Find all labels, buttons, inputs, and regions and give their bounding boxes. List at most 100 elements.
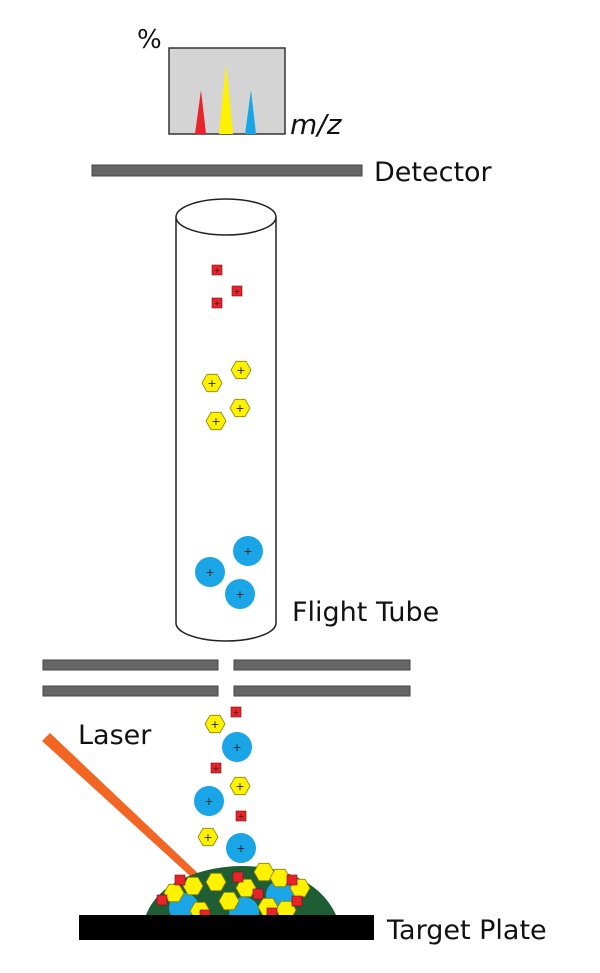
grid-bar-upper-right bbox=[233, 659, 411, 671]
small-ion bbox=[156, 894, 168, 906]
medium-ion: + bbox=[230, 360, 252, 380]
medium-ion bbox=[269, 868, 291, 888]
small-ion: + bbox=[230, 706, 242, 718]
medium-ion-shape bbox=[182, 876, 204, 896]
medium-ion-shape bbox=[269, 868, 291, 888]
percent-axis-label: % bbox=[137, 25, 162, 55]
medium-ion bbox=[205, 872, 227, 892]
ion-charge-sign: + bbox=[205, 566, 214, 579]
small-ion bbox=[291, 895, 303, 907]
mz-axis-label: m/z bbox=[290, 108, 343, 141]
medium-ion-shape bbox=[230, 360, 252, 380]
medium-ion-shape bbox=[218, 891, 240, 911]
target-plate-label: Target Plate bbox=[386, 915, 547, 946]
small-ion-shape bbox=[232, 871, 244, 883]
small-ion: + bbox=[231, 285, 243, 297]
ion-charge-sign: + bbox=[243, 545, 252, 558]
small-ion bbox=[174, 874, 186, 886]
small-ion bbox=[252, 888, 264, 900]
laser-beam bbox=[42, 733, 205, 885]
medium-ion bbox=[218, 891, 240, 911]
spectrum-peak-large bbox=[245, 90, 256, 134]
flight-tube-body bbox=[175, 217, 277, 642]
large-ion-shape bbox=[222, 732, 252, 762]
small-ion-shape bbox=[230, 706, 242, 718]
medium-ion: + bbox=[197, 827, 219, 847]
target-plate bbox=[79, 915, 374, 940]
large-ion: + bbox=[226, 833, 256, 863]
ion-charge-sign: + bbox=[235, 588, 244, 601]
medium-ion: + bbox=[201, 373, 223, 393]
rising-ions: + + + + + + + + + bbox=[194, 706, 256, 863]
ion-charge-sign: + bbox=[235, 780, 244, 793]
large-ion-shape bbox=[195, 557, 225, 587]
medium-ion-shape bbox=[229, 776, 251, 796]
extraction-grids bbox=[42, 659, 411, 697]
spectrum-peak-small bbox=[195, 90, 206, 134]
ion-charge-sign: + bbox=[207, 377, 216, 390]
large-ion: + bbox=[233, 536, 263, 566]
tube-ions: + + + + + + + + + + bbox=[195, 264, 263, 609]
grid-bar-lower-right bbox=[233, 685, 411, 697]
medium-ion-shape bbox=[235, 878, 257, 898]
ion-charge-sign: + bbox=[238, 812, 245, 821]
small-ion bbox=[286, 874, 298, 886]
medium-ion bbox=[235, 878, 257, 898]
medium-ion: + bbox=[229, 398, 251, 418]
medium-ion: + bbox=[204, 714, 226, 734]
ion-charge-sign: + bbox=[203, 831, 212, 844]
medium-ion: + bbox=[229, 776, 251, 796]
flight-tube-label: Flight Tube bbox=[292, 597, 439, 628]
small-ion-shape bbox=[210, 762, 222, 774]
medium-ion bbox=[182, 876, 204, 896]
detector-label: Detector bbox=[374, 157, 493, 188]
ion-charge-sign: + bbox=[235, 402, 244, 415]
large-ion: + bbox=[222, 732, 252, 762]
ion-charge-sign: + bbox=[236, 842, 245, 855]
medium-ion-shape bbox=[204, 714, 226, 734]
medium-ion-shape bbox=[197, 827, 219, 847]
ion-charge-sign: + bbox=[236, 364, 245, 377]
small-ion-shape bbox=[211, 264, 223, 276]
small-ion-shape bbox=[231, 285, 243, 297]
large-ion-shape bbox=[233, 536, 263, 566]
medium-ion: + bbox=[205, 411, 227, 431]
small-ion-shape bbox=[291, 895, 303, 907]
mass-spectrum: % m/z bbox=[137, 25, 343, 141]
small-ion-shape bbox=[156, 894, 168, 906]
ion-charge-sign: + bbox=[214, 266, 221, 275]
large-ion-shape bbox=[226, 833, 256, 863]
small-ion-shape bbox=[252, 888, 264, 900]
grid-bar-upper-left bbox=[42, 659, 219, 671]
detector-plate bbox=[91, 164, 363, 177]
medium-ion-shape bbox=[205, 411, 227, 431]
small-ion-shape bbox=[235, 810, 247, 822]
ion-charge-sign: + bbox=[214, 299, 221, 308]
medium-ion-shape bbox=[201, 373, 223, 393]
ion-charge-sign: + bbox=[211, 415, 220, 428]
small-ion: + bbox=[210, 762, 222, 774]
small-ion-shape bbox=[286, 874, 298, 886]
ion-charge-sign: + bbox=[233, 708, 240, 717]
ion-charge-sign: + bbox=[234, 287, 241, 296]
spectrum-peak-medium bbox=[219, 64, 233, 134]
flight-tube bbox=[175, 198, 277, 642]
large-ion-shape bbox=[225, 579, 255, 609]
ion-charge-sign: + bbox=[232, 741, 241, 754]
ion-charge-sign: + bbox=[204, 795, 213, 808]
medium-ion-shape bbox=[253, 862, 275, 882]
small-ion-shape bbox=[174, 874, 186, 886]
large-ion: + bbox=[194, 786, 224, 816]
medium-ion bbox=[253, 862, 275, 882]
large-ion: + bbox=[195, 557, 225, 587]
laser-label: Laser bbox=[78, 720, 152, 751]
small-ion: + bbox=[235, 810, 247, 822]
small-ion: + bbox=[211, 297, 223, 309]
small-ion bbox=[232, 871, 244, 883]
medium-ion-shape bbox=[229, 398, 251, 418]
flight-tube-top bbox=[175, 198, 277, 236]
ion-charge-sign: + bbox=[213, 764, 220, 773]
ion-charge-sign: + bbox=[210, 718, 219, 731]
small-ion-shape bbox=[211, 297, 223, 309]
